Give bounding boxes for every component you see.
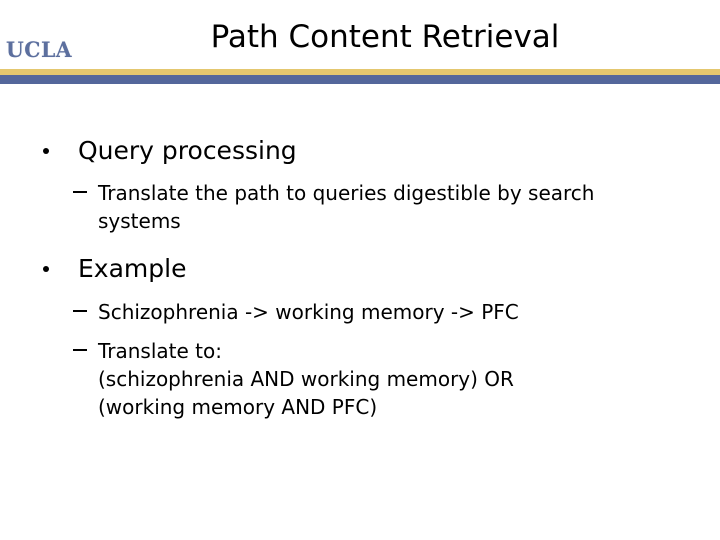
subbullet-translate-to: Translate to: (schizophrenia AND working… xyxy=(0,337,720,421)
bullet-dash-icon xyxy=(73,310,87,312)
bullet-level2-label: Schizophrenia -> working memory -> PFC xyxy=(98,300,519,324)
bullet-level1: Example xyxy=(0,252,720,286)
blue-divider-bar xyxy=(0,75,720,84)
bullet-level2-label: Translate to: xyxy=(98,339,222,363)
slide-header: UCLA Path Content Retrieval xyxy=(0,0,720,70)
ucla-logo-text: UCLA xyxy=(6,36,73,62)
subbullet-translate-path: Translate the path to queries digestible… xyxy=(0,179,720,235)
bullet-dot-icon xyxy=(43,148,49,154)
bullet-level1: Query processing xyxy=(0,134,720,168)
ucla-logo: UCLA xyxy=(6,36,78,62)
bullet-level2: Translate the path to queries digestible… xyxy=(0,179,720,235)
bullet-level1-label: Query processing xyxy=(78,136,297,165)
subbullet-schizophrenia-path: Schizophrenia -> working memory -> PFC xyxy=(0,298,720,326)
bullet-query-processing: Query processing xyxy=(0,134,720,168)
bullet-dash-icon xyxy=(73,191,87,193)
bullet-level2: Translate to: (schizophrenia AND working… xyxy=(0,337,720,421)
bullet-level1-label: Example xyxy=(78,254,187,283)
bullet-dot-icon xyxy=(43,266,49,272)
bullet-dash-icon xyxy=(73,349,87,351)
bullet-continuation-line: (working memory AND PFC) xyxy=(98,395,378,419)
page-title: Path Content Retrieval xyxy=(210,19,560,55)
bullet-level2: Schizophrenia -> working memory -> PFC xyxy=(0,298,720,326)
gold-divider-bar xyxy=(0,69,720,75)
bullet-continuation-line: (schizophrenia AND working memory) OR xyxy=(98,367,514,391)
bullet-level2-label: Translate the path to queries digestible… xyxy=(98,181,595,233)
slide-body: Query processing Translate the path to q… xyxy=(0,84,720,540)
bullet-example: Example xyxy=(0,252,720,286)
